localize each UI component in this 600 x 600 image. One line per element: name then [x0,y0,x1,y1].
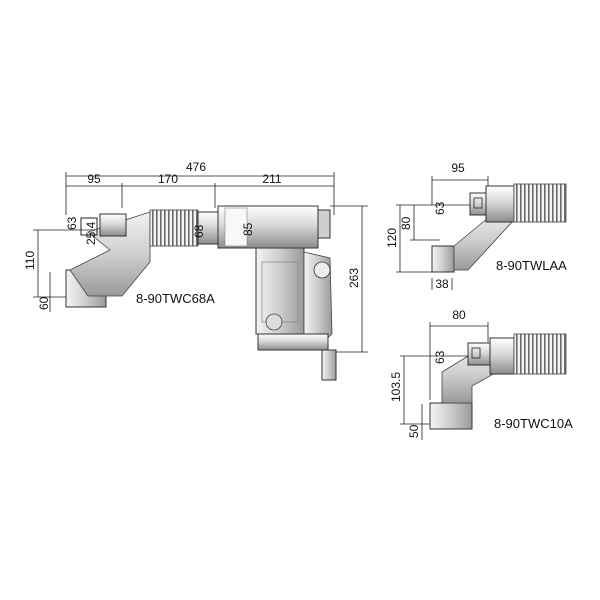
variant-b-dim-head-dia: 63 [433,350,447,364]
dim-seg-head: 95 [87,172,101,186]
main-finned-gear [149,209,199,247]
variant-a-dim-height-inner: 80 [399,216,413,230]
variant-b-square-icon [471,347,481,359]
square-drive-icon [80,217,98,236]
variant-a: 95 63 120 80 38 8-90TWLAA [385,161,567,291]
handle-dial-icon [313,261,331,279]
dim-square-drive: 25.4 [84,221,98,245]
motor-band [224,207,248,247]
dim-head-dia: 63 [65,216,79,230]
body-knob [265,313,283,331]
dim-overall-length: 476 [186,160,206,174]
main-cable [321,349,337,381]
variant-b: 80 63 103.5 50 8-90TWC10A [389,308,573,440]
dim-seg-middle: 170 [158,172,178,186]
main-upper-socket [99,213,127,237]
motor-cap [317,209,331,239]
dim-height: 263 [347,268,361,288]
dim-socket-dia: 60 [37,296,51,310]
variant-b-dim-socket-dia: 50 [407,424,421,438]
variant-a-drive [469,192,487,216]
main-tool: 476 95 170 211 63 25.4 68 85 110 60 26 [23,160,368,381]
variant-b-head [489,337,515,375]
main-model-label: 8-90TWC68A [136,291,215,306]
variant-a-dim-head-dia: 63 [433,201,447,215]
variant-b-model-label: 8-90TWC10A [494,416,573,431]
dim-seg-body: 211 [262,172,281,186]
variant-b-drive [467,342,491,366]
variant-b-fins [513,333,567,375]
main-base [257,333,329,351]
variant-b-dim-offset: 103.5 [389,372,403,402]
variant-a-dim-socket-width: 38 [435,277,449,291]
variant-b-dim-length: 80 [452,308,466,322]
variant-b-socket [429,402,473,430]
variant-a-fins [513,183,567,223]
variant-a-square-icon [473,197,483,209]
dim-gear-dia: 68 [192,224,206,238]
variant-a-model-label: 8-90TWLAA [496,258,567,273]
variant-a-socket [431,245,455,273]
variant-a-dim-length: 95 [451,161,465,175]
dim-motor-dia: 85 [241,222,255,236]
dim-offset: 110 [23,251,37,270]
variant-a-head [485,185,515,223]
variant-a-dim-height-outer: 120 [385,228,399,248]
